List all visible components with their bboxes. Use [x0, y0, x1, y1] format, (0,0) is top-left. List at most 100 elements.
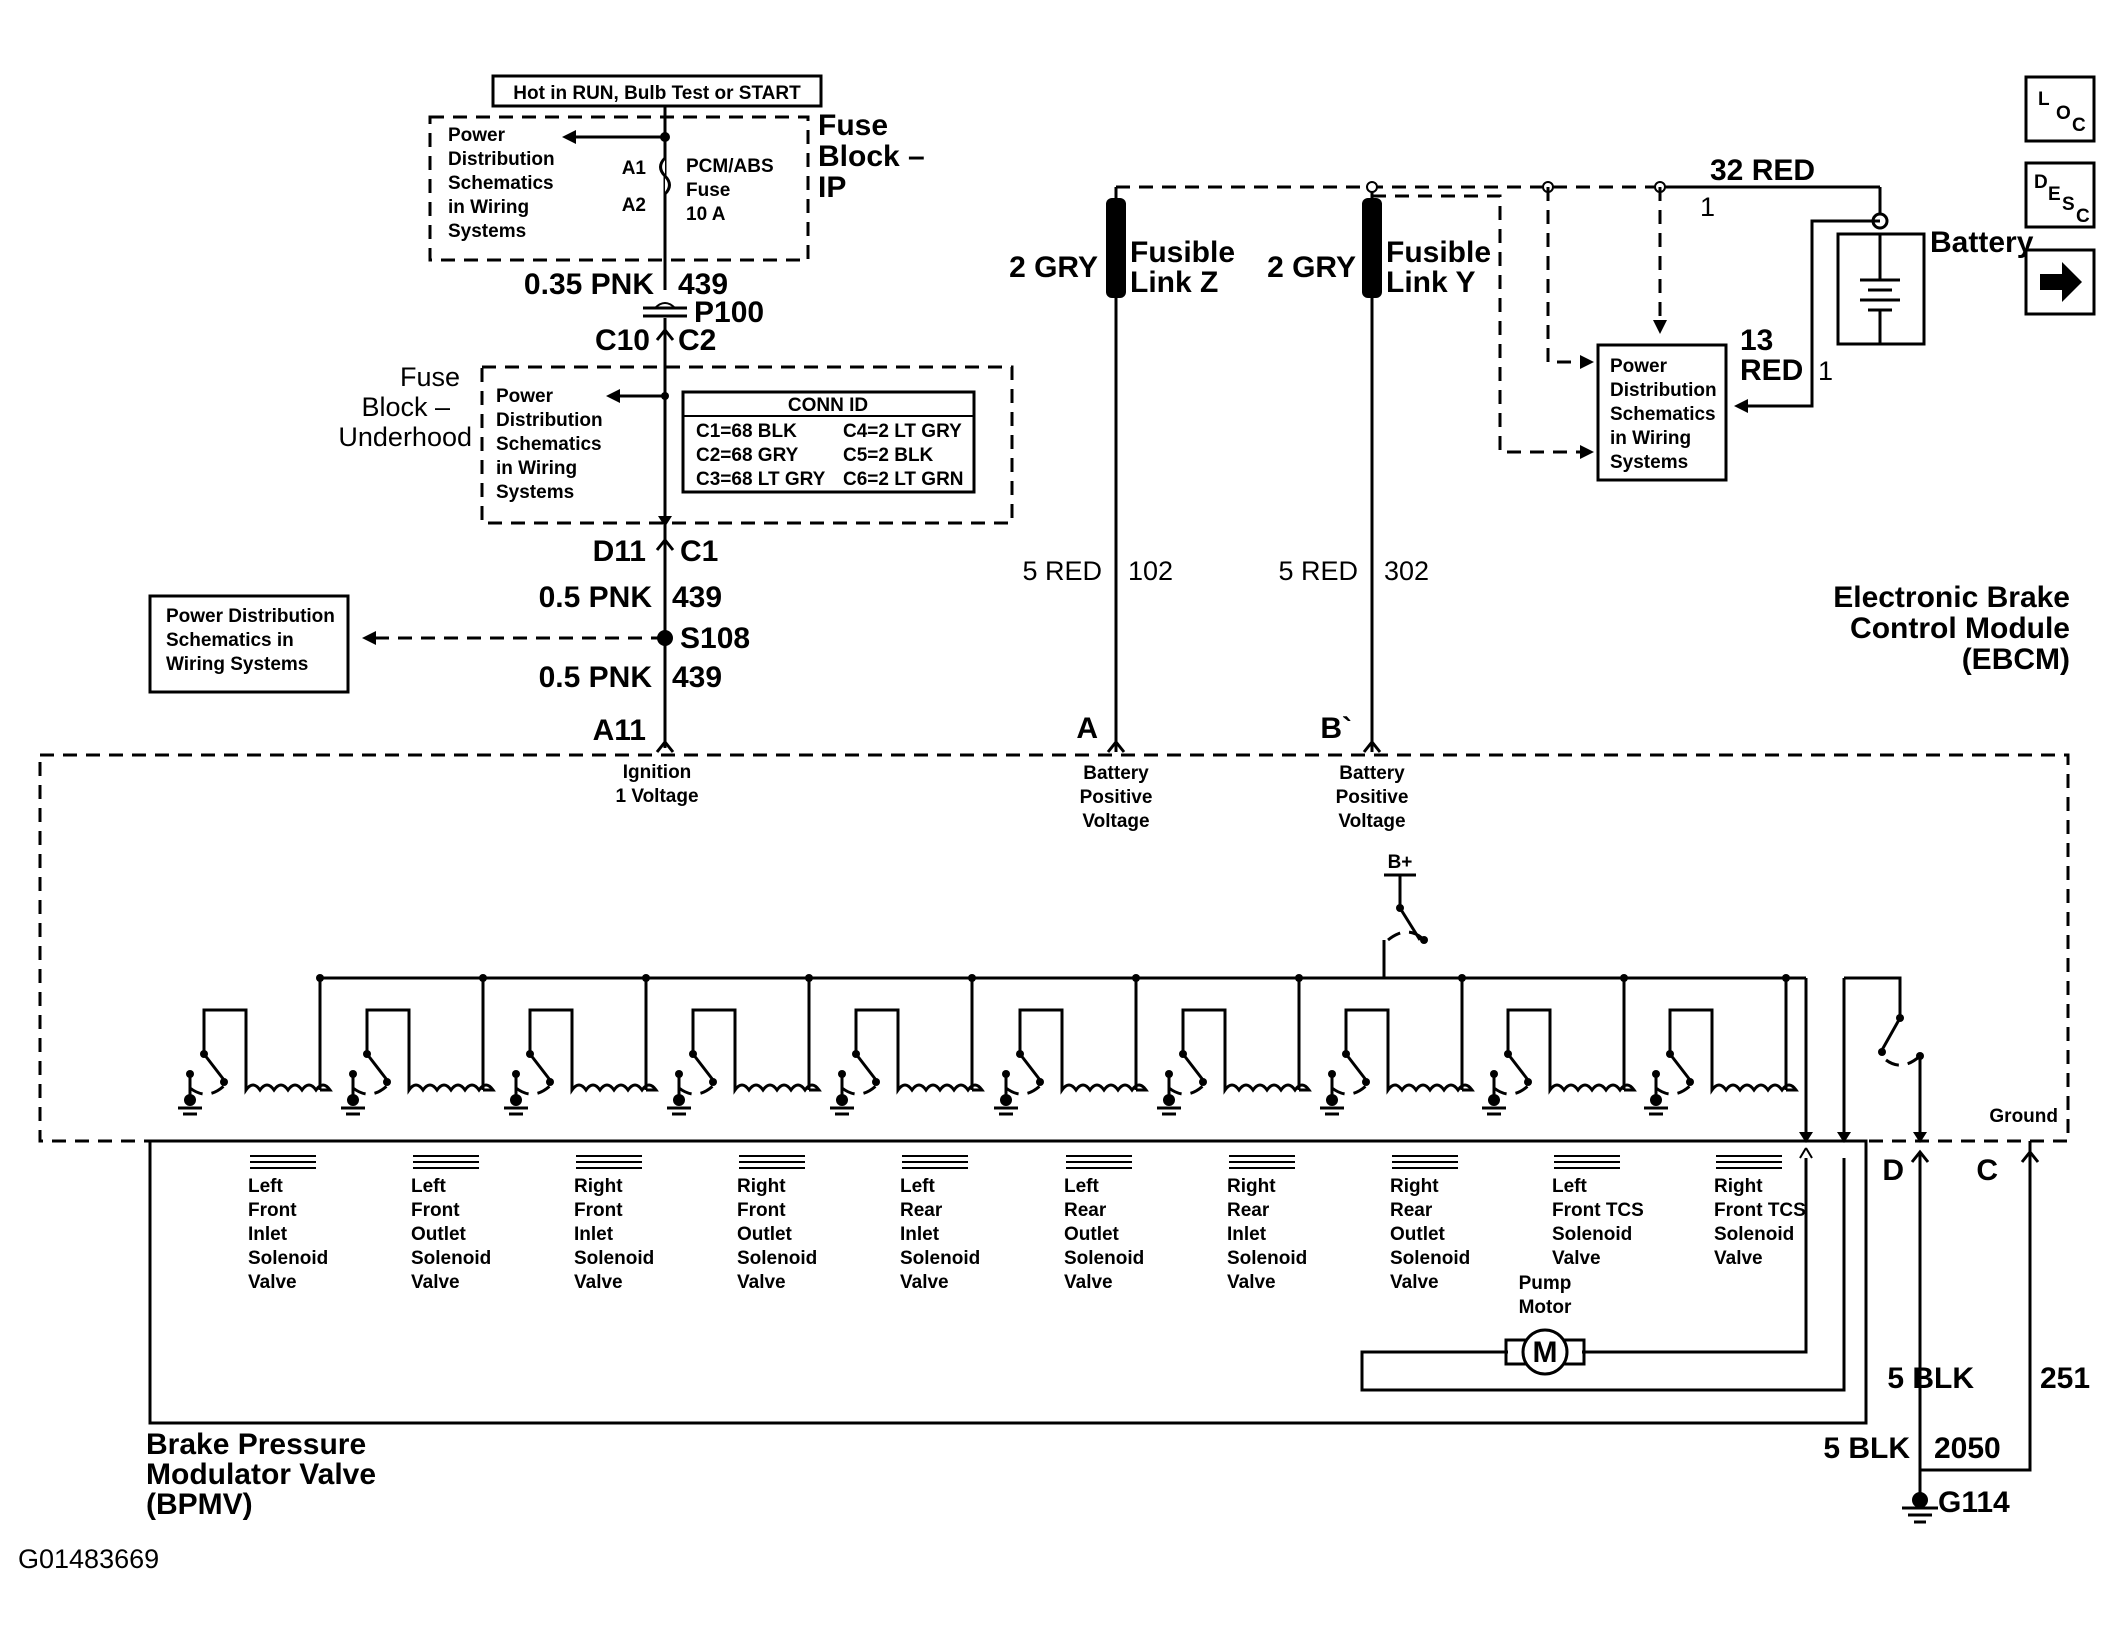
fuse-ip-pd-ref: Power Distribution Schematics in Wiring … — [448, 125, 555, 242]
svg-text:Electronic Brake: Electronic Brake — [1833, 581, 2070, 614]
svg-text:PCM/ABS: PCM/ABS — [686, 156, 774, 177]
valve-label-line: Valve — [574, 1272, 623, 1293]
valve-label-line: Outlet — [1064, 1224, 1120, 1245]
fuse-label: PCM/ABS Fuse 10 A — [686, 156, 774, 225]
valve-label-line: Valve — [411, 1272, 460, 1293]
solenoid-driver — [1482, 974, 1637, 1116]
svg-text:Positive: Positive — [1336, 787, 1409, 808]
bus-node — [805, 974, 813, 982]
battery-pd-ref: Power Distribution Schematics in Wiring … — [1610, 356, 1717, 473]
bus-node — [1782, 974, 1790, 982]
ground-icon — [347, 1094, 359, 1106]
valve-label-line: Front TCS — [1714, 1200, 1806, 1221]
switch-blade — [1506, 1053, 1530, 1081]
valve-label-line: Valve — [1390, 1272, 1439, 1293]
svg-text:C: C — [2076, 206, 2090, 227]
solenoid-coil-icon — [202, 1008, 333, 1095]
switch-blade — [528, 1053, 552, 1081]
solenoid-coil-icon — [1668, 1008, 1799, 1095]
valve-labels: LeftFrontInletSolenoidValveLeftFrontOutl… — [248, 1155, 1806, 1293]
hot-note-box — [491, 74, 823, 108]
switch-contact — [675, 1070, 683, 1078]
ground-g114-icon — [1902, 1492, 1938, 1524]
switch-contact — [220, 1078, 228, 1086]
desc-icon[interactable]: D E S C — [2024, 161, 2096, 229]
svg-text:Systems: Systems — [496, 482, 574, 503]
solenoid-driver — [1644, 974, 1799, 1116]
valve-label-line: Solenoid — [900, 1248, 980, 1269]
solenoid-coil-icon — [854, 1008, 985, 1095]
switch-link — [352, 1082, 391, 1096]
valve-label-line: Solenoid — [1064, 1248, 1144, 1269]
ground-icon — [673, 1094, 685, 1106]
ground-icon — [1650, 1094, 1662, 1106]
battery-pin-label: 1 — [1700, 192, 1715, 222]
switch-link — [1168, 1082, 1207, 1096]
valve-label-line: Left — [900, 1176, 936, 1197]
solenoid-driver — [1320, 974, 1475, 1116]
svg-text:L: L — [2038, 89, 2050, 110]
solenoid-driver — [1157, 974, 1312, 1116]
bus-node — [1295, 974, 1303, 982]
conn-id-rows: C1=68 BLK C4=2 LT GRY C2=68 GRY C5=2 BLK… — [696, 421, 964, 490]
battery-pd-box — [1596, 343, 1728, 482]
solenoid-driver — [504, 974, 659, 1116]
switch-contact — [1002, 1070, 1010, 1078]
switch-contact — [1686, 1078, 1694, 1086]
svg-text:Schematics in: Schematics in — [166, 630, 294, 651]
valve-label-line: Solenoid — [1390, 1248, 1470, 1269]
pin-a2: A2 — [622, 195, 646, 216]
wire-size-label: 32 RED — [1710, 154, 1815, 187]
svg-text:Pump: Pump — [1519, 1273, 1572, 1294]
valve-label-line: Valve — [248, 1272, 297, 1293]
solenoid-driver — [830, 974, 985, 1116]
fuse-block-ip-box — [428, 115, 810, 262]
solenoid-driver — [994, 974, 1149, 1116]
svg-text:Brake Pressure: Brake Pressure — [146, 1428, 366, 1461]
svg-text:Wiring Systems: Wiring Systems — [166, 654, 308, 675]
splice-pd-box — [148, 594, 350, 694]
fusible-link-z-label: Fusible Link Z — [1130, 236, 1235, 299]
valve-label-line: Inlet — [574, 1224, 614, 1245]
loc-icon[interactable]: L O C — [2024, 75, 2096, 143]
svg-text:Control Module: Control Module — [1850, 612, 2070, 645]
valve-label-line: Inlet — [900, 1224, 940, 1245]
valve-label-line: Front — [411, 1200, 460, 1221]
valve-label-line: Left — [248, 1176, 284, 1197]
pin-c: C — [1976, 1154, 1998, 1187]
fusible-link-y-icon — [1362, 198, 1382, 298]
arrow-down-icon — [1653, 320, 1667, 334]
pin-b: B` — [1320, 712, 1352, 745]
pin-a-label: Battery Positive Voltage — [1080, 763, 1153, 832]
arrow-down-icon — [1913, 1132, 1927, 1143]
svg-text:Systems: Systems — [1610, 452, 1688, 473]
pump-motor-label: Pump Motor — [1519, 1273, 1572, 1318]
solenoid-driver — [178, 974, 333, 1116]
ground-icon — [184, 1094, 196, 1106]
feed-node — [1366, 181, 1378, 193]
ground-icon — [1326, 1094, 1338, 1106]
svg-text:Power: Power — [448, 125, 506, 146]
pin-c10: C10 — [595, 324, 650, 357]
valve-label-line: Valve — [1227, 1272, 1276, 1293]
svg-text:1 Voltage: 1 Voltage — [615, 786, 698, 807]
ground-label: Ground — [1989, 1106, 2058, 1127]
ground-icon — [1488, 1094, 1500, 1106]
circuit-number-label: 439 — [672, 661, 722, 694]
battery-pin-label: 1 — [1818, 356, 1833, 386]
circuit-number-label: 251 — [2040, 1362, 2090, 1395]
svg-text:S: S — [2062, 194, 2075, 215]
solenoid-coil-icon — [1181, 1008, 1312, 1095]
switch-contact — [838, 1070, 846, 1078]
valve-label-line: Left — [411, 1176, 447, 1197]
svg-text:Block –: Block – — [818, 140, 925, 173]
pin-c1: C1 — [680, 535, 718, 568]
next-arrow-icon[interactable] — [2024, 248, 2096, 316]
valve-label-line: Rear — [1227, 1200, 1270, 1221]
svg-text:10 A: 10 A — [686, 204, 726, 225]
valve-label-line: Valve — [1714, 1248, 1763, 1269]
svg-text:C3=68 LT GRY: C3=68 LT GRY — [696, 469, 826, 490]
